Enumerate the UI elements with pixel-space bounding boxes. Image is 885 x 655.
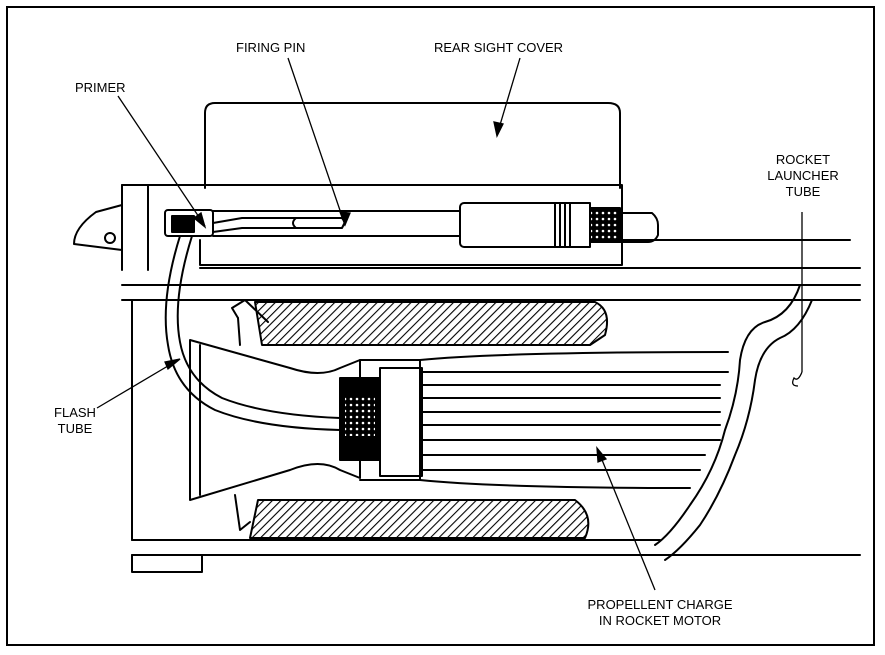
label-propellent-charge-line2: IN ROCKET MOTOR — [598, 613, 722, 628]
label-rocket-launcher-tube-line2: LAUNCHER — [767, 168, 839, 183]
label-primer: PRIMER — [75, 80, 126, 95]
primer-block — [171, 215, 195, 233]
label-propellent-charge-line1: PROPELLENT CHARGE — [587, 597, 733, 612]
propellant-sticks — [421, 371, 729, 471]
firing-mechanism-housing — [121, 184, 623, 266]
label-rear-sight-cover: REAR SIGHT COVER — [434, 40, 564, 55]
flash-tube — [164, 235, 341, 431]
mounting-lug — [73, 204, 123, 251]
label-propellent-charge: PROPELLENT CHARGE IN ROCKET MOTOR — [560, 597, 760, 629]
rear-sight-cover — [204, 102, 621, 189]
launcher-tube-break — [654, 284, 801, 546]
label-firing-pin: FIRING PIN — [236, 40, 306, 55]
propellant-liner-bottom — [249, 499, 590, 539]
label-flash-tube: FLASH TUBE — [40, 405, 110, 437]
fin-upper — [231, 299, 269, 323]
leader-rear-sight-cover — [496, 57, 521, 136]
leader-primer — [117, 95, 206, 227]
label-flash-tube-line2: TUBE — [57, 421, 93, 436]
bottom-foot — [131, 554, 203, 573]
label-rocket-launcher-tube-line1: ROCKET — [775, 152, 831, 167]
propellant-liner-top — [254, 301, 608, 346]
firing-pin — [212, 217, 346, 233]
label-rocket-launcher-tube-line3: TUBE — [785, 184, 821, 199]
leader-firing-pin — [287, 57, 346, 226]
leader-propellent-charge — [597, 449, 656, 591]
rocket-nozzle — [189, 339, 361, 501]
label-rocket-launcher-tube: ROCKET LAUNCHER TUBE — [748, 152, 858, 200]
label-flash-tube-line1: FLASH — [54, 405, 96, 420]
leader-flash-tube — [96, 359, 179, 409]
rocket-motor-body — [359, 359, 421, 481]
fin-lower — [234, 494, 251, 531]
lug-hole-icon — [104, 232, 116, 244]
